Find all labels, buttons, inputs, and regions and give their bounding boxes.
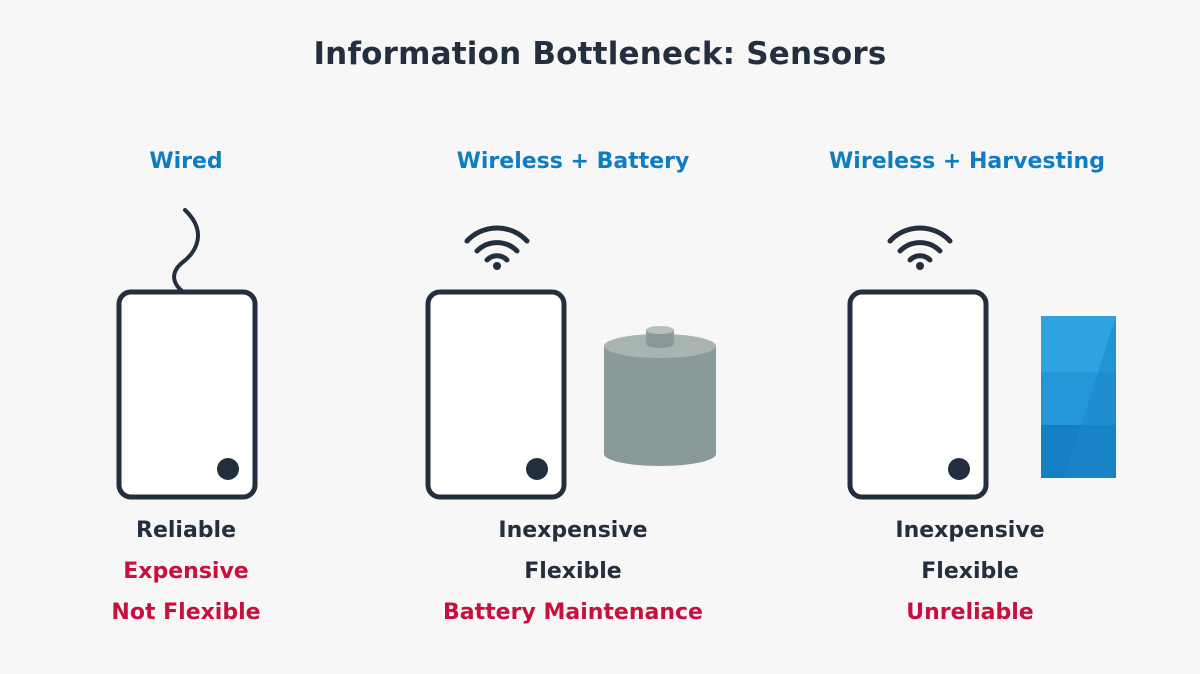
sensor-device-icon	[425, 289, 567, 500]
page-title: Information Bottleneck: Sensors	[313, 36, 887, 72]
attribute-pro: Flexible	[524, 559, 622, 584]
attribute-con: Battery Maintenance	[443, 600, 703, 625]
cable-icon	[172, 208, 200, 296]
solar-panel-icon	[1041, 316, 1116, 478]
attribute-con: Expensive	[123, 559, 249, 584]
attribute-pro: Reliable	[136, 518, 236, 543]
sensor-device-icon	[116, 289, 258, 500]
attribute-pro: Flexible	[921, 559, 1019, 584]
wifi-icon	[887, 225, 953, 270]
heading-wireless-harvesting: Wireless + Harvesting	[829, 149, 1105, 174]
attribute-pro: Inexpensive	[498, 518, 648, 543]
attribute-con: Unreliable	[906, 600, 1034, 625]
battery-icon	[604, 326, 716, 466]
attribute-pro: Inexpensive	[895, 518, 1045, 543]
wifi-icon	[464, 225, 530, 270]
attribute-con: Not Flexible	[111, 600, 261, 625]
heading-wireless-battery: Wireless + Battery	[456, 149, 690, 174]
sensor-device-icon	[847, 289, 989, 500]
heading-wired: Wired	[149, 149, 223, 174]
